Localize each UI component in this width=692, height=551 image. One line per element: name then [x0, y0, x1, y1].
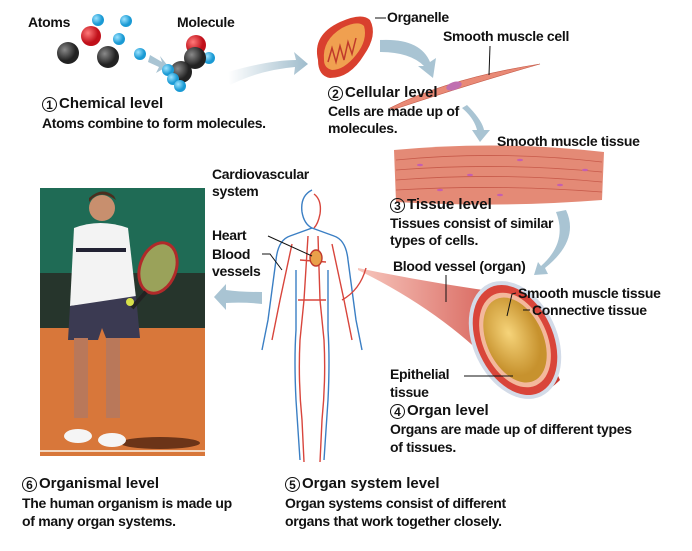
- chemical-level-heading: 1 Chemical level: [42, 95, 163, 113]
- smooth-muscle-tissue-label: Smooth muscle tissue: [518, 285, 661, 301]
- organ-description-line: Organs are made up of different types: [390, 421, 632, 437]
- cellular-level-title: Cellular level: [345, 84, 438, 101]
- chemical-level-title: Chemical level: [59, 95, 164, 112]
- molecule-illustration: [162, 35, 215, 92]
- cellular-description-line: Cells are made up of: [328, 103, 459, 119]
- heart-label: Heart: [212, 227, 247, 243]
- epithelial-tissue-label: tissue: [390, 384, 429, 400]
- arrow-to-organism: [214, 284, 262, 310]
- cellular-description-line: molecules.: [328, 120, 398, 136]
- blood-vessels-label: vessels: [212, 263, 261, 279]
- organ-system-level-title: Organ system level: [302, 475, 440, 492]
- atoms-illustration: [57, 14, 146, 68]
- organ-level-title: Organ level: [407, 402, 489, 419]
- organismal-description-line: of many organ systems.: [22, 513, 176, 529]
- organ-system-level-heading: 5 Organ system level: [285, 475, 440, 493]
- cellular-level-heading: 2 Cellular level: [328, 84, 438, 102]
- mitochondrion-illustration: [316, 16, 373, 79]
- step-number: 2: [328, 85, 343, 101]
- organ-level-heading: 4 Organ level: [390, 402, 489, 420]
- tissue-level-title: Tissue level: [407, 196, 492, 213]
- step-number: 3: [390, 197, 405, 213]
- step-number: 5: [285, 476, 300, 492]
- organism-photo: [40, 188, 205, 456]
- blood-vessel-organ-label: Blood vessel (organ): [393, 258, 526, 274]
- cardiovascular-label: Cardiovascular: [212, 166, 309, 182]
- step-number: 6: [22, 476, 37, 492]
- epithelial-tissue-label: Epithelial: [390, 366, 450, 382]
- smooth-muscle-cell-label: Smooth muscle cell: [443, 28, 570, 44]
- organ-description-line: of tissues.: [390, 439, 456, 455]
- tissue-description-line: Tissues consist of similar: [390, 215, 554, 231]
- step-number: 1: [42, 96, 57, 112]
- tissue-level-heading: 3 Tissue level: [390, 196, 492, 214]
- organ-system-description-line: organs that work together closely.: [285, 513, 502, 529]
- molecule-label: Molecule: [177, 14, 235, 30]
- cardiovascular-body-illustration: [261, 189, 367, 463]
- arrow-to-tissue: [462, 105, 490, 142]
- cardiovascular-label: system: [212, 183, 259, 199]
- organ-system-description-line: Organ systems consist of different: [285, 495, 506, 511]
- atoms-label: Atoms: [28, 14, 71, 30]
- smooth-muscle-cell-illustration: [389, 63, 541, 111]
- smooth-muscle-tissue-illustration: [394, 145, 604, 205]
- organismal-level-title: Organismal level: [39, 475, 160, 492]
- organelle-label: Organelle: [387, 9, 449, 25]
- arrow-to-organelle: [228, 52, 308, 85]
- organismal-description-line: The human organism is made up: [22, 495, 232, 511]
- arrow-to-cell: [380, 39, 436, 78]
- smooth-muscle-tissue-label: Smooth muscle tissue: [497, 133, 640, 149]
- blood-vessels-label: Blood: [212, 246, 251, 262]
- blood-vessel-illustration: [358, 268, 562, 399]
- chemical-level-description: Atoms combine to form molecules.: [42, 115, 266, 131]
- tissue-description-line: types of cells.: [390, 232, 479, 248]
- step-number: 4: [390, 403, 405, 419]
- connective-tissue-label: Connective tissue: [532, 302, 647, 318]
- organismal-level-heading: 6 Organismal level: [22, 475, 159, 493]
- arrow-to-organ: [534, 210, 570, 275]
